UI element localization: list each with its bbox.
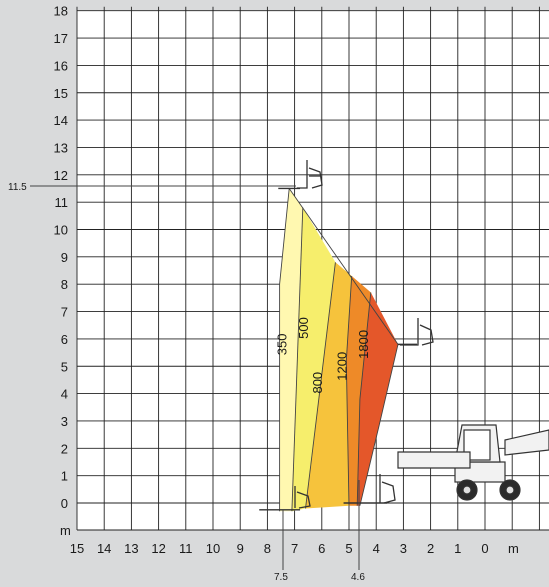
x-tick-label: 11 <box>179 541 193 556</box>
x-tick-label: 1 <box>454 541 461 556</box>
y-tick-label: 7 <box>61 305 68 320</box>
zone-label-1200: 1200 <box>334 352 349 381</box>
zone-boundary <box>288 188 399 506</box>
zone-label-500: 500 <box>296 317 311 339</box>
x-tick-label: 4 <box>373 541 380 556</box>
fork-icon-top <box>297 160 323 189</box>
zone-label-1800: 1800 <box>356 330 371 359</box>
x-unit-label: m <box>508 541 519 556</box>
x-tick-label: 3 <box>400 541 407 556</box>
fork-icon-ground <box>379 474 396 504</box>
x-tick-label: 12 <box>151 541 165 556</box>
zone-500 <box>291 207 336 512</box>
zone-label-350: 350 <box>274 334 289 356</box>
x-tick-label: 9 <box>237 541 244 556</box>
telehandler-icon <box>397 424 549 501</box>
zone-boundary <box>356 292 372 506</box>
reach-marker-label-2: 4.6 <box>351 572 365 583</box>
zone-boundary <box>305 262 336 509</box>
zone-boundary <box>279 188 290 512</box>
y-tick-label: 5 <box>61 359 68 374</box>
fork-icon-mid <box>400 318 434 346</box>
zone-800 <box>305 262 352 509</box>
y-tick-label: 14 <box>54 113 68 128</box>
zone-boundary <box>345 275 353 506</box>
x-tick-label: 2 <box>427 541 434 556</box>
x-tick-label: 7 <box>291 541 298 556</box>
y-tick-label: 11 <box>55 195 69 210</box>
y-tick-label: 2 <box>61 441 68 456</box>
y-tick-label: 8 <box>61 277 68 292</box>
zone-1800 <box>357 292 398 506</box>
x-tick-label: 10 <box>206 541 220 556</box>
y-tick-label: 1 <box>61 469 68 484</box>
fork-icon-bottom <box>294 486 311 509</box>
x-tick-label: 15 <box>70 541 84 556</box>
x-tick-label: 8 <box>264 541 271 556</box>
zone-boundary <box>291 207 304 512</box>
y-tick-label: 4 <box>61 387 68 402</box>
y-tick-label: 16 <box>54 58 68 73</box>
y-tick-label: 10 <box>54 223 68 238</box>
reach-marker-label-1: 7.5 <box>274 572 288 583</box>
zone-1200 <box>346 276 371 506</box>
y-tick-label: 12 <box>54 168 68 183</box>
y-unit-label: m <box>60 523 71 538</box>
y-tick-label: 18 <box>54 4 68 19</box>
y-tick-label: 9 <box>61 250 68 265</box>
x-tick-label: 13 <box>124 541 138 556</box>
zone-label-800: 800 <box>310 372 325 394</box>
x-tick-label: 14 <box>97 541 111 556</box>
load-zones: 350 500 800 1200 1800 <box>259 187 417 512</box>
y-tick-label: 13 <box>54 140 68 155</box>
y-tick-label: 17 <box>54 31 68 46</box>
x-tick-label: 5 <box>345 541 352 556</box>
y-tick-label: 3 <box>61 414 68 429</box>
y-tick-label: 15 <box>54 86 68 101</box>
y-tick-label: 0 <box>61 496 68 511</box>
x-tick-label: 6 <box>318 541 325 556</box>
height-marker-label: 11.5 <box>8 182 27 193</box>
y-tick-label: 6 <box>61 332 68 347</box>
x-tick-label: 0 <box>481 541 488 556</box>
zone-350 <box>279 188 303 512</box>
